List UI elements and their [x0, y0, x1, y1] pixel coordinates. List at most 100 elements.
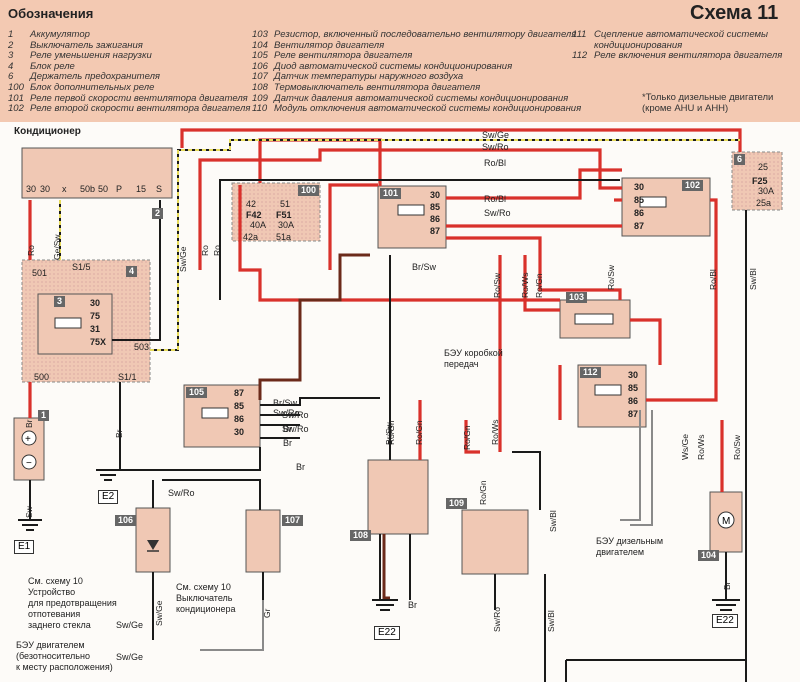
wire-label-sw-ge4: Sw/Ge: [116, 620, 144, 630]
battery-box: [13, 417, 45, 481]
fuse-51a-terminal: 51a: [276, 232, 292, 242]
wire-label-ge-sw: Ge/Sw: [52, 234, 62, 260]
wire-label-br2: Br: [283, 424, 292, 434]
wire-label-sw-ro5: Sw/Ro: [492, 606, 502, 632]
legend-entry-number: 1: [8, 29, 14, 40]
engine-line-3: к месту расположения): [16, 662, 113, 672]
fuse-f51-label: F51: [276, 210, 292, 220]
fuse-42a-terminal: 42a: [243, 232, 259, 242]
wire-label-ro-gn4: Ro/Gn: [462, 425, 472, 450]
ground-e2: E2: [98, 490, 119, 504]
sensor-107-box: [245, 509, 281, 573]
legend-entry-text: Термовыключатель вентилятора двигателя: [274, 81, 481, 93]
legend-entry-text: Вентилятор двигателя: [274, 39, 385, 51]
wire-label-ro: Ro: [26, 245, 36, 256]
relay-101-pin-86: 86: [430, 214, 441, 224]
svg-text:+: +: [25, 434, 31, 445]
wire-label-sw-ro2: Sw/Ro: [484, 208, 511, 218]
wire-label-sw-ro3: Sw/Ro: [273, 408, 300, 418]
relay-105-pin-30: 30: [234, 427, 245, 437]
see10a-line-2: Устройство: [28, 587, 76, 597]
component-tag-107: 107: [282, 515, 304, 526]
component-tag-1: 1: [38, 410, 50, 421]
legend-entry-number: 103: [252, 29, 268, 40]
wire-label-br-sw3: Br/Sw: [384, 422, 394, 445]
legend-entry-number: 108: [252, 81, 268, 93]
wire-label-br7: Br: [296, 462, 305, 472]
wire-label-br4: Br: [408, 600, 417, 610]
legend-entry-text: Блок дополнительных реле: [30, 81, 155, 93]
wire-label-gr: Gr: [262, 608, 272, 618]
see-schema-10-defogger: См. схему 10 Устройство для предотвращен…: [28, 576, 117, 631]
bzu-gear-line-2: передач: [444, 359, 479, 369]
fuse-51-terminal: 51: [280, 199, 291, 209]
legend-entry-text: Выключатель зажигания: [30, 39, 143, 51]
wire-label-ro-ws: Ro/Ws: [520, 272, 530, 299]
component-tag-3: 3: [54, 296, 66, 307]
legend-entry: 108 Термовыключатель вентилятора двигател…: [252, 81, 581, 94]
component-tag-101: 101: [380, 188, 402, 199]
legend-entry: 1 Аккумулятор: [8, 29, 250, 41]
component-tag-108: 108: [350, 530, 372, 541]
wire-label-ro-sw3: Ro/Sw: [732, 434, 742, 460]
component-tag-103: 103: [566, 292, 588, 303]
legend-entry-number: 100: [8, 81, 24, 93]
legend-title: Обозначения: [8, 6, 94, 21]
legend-entry-number: 111: [572, 29, 587, 40]
pin-501: 501: [32, 268, 48, 278]
svg-text:M: M: [722, 516, 730, 527]
diesel-note-line-2: (кроме AHU и AHH): [642, 103, 729, 114]
wire-label-ro2: Ro: [200, 245, 210, 256]
relay-112-pin-85: 85: [628, 383, 639, 393]
legend-entry-text: Реле включения вентилятора двигателя: [594, 50, 783, 62]
section-title: Кондиционер: [14, 126, 81, 137]
legend-entry-text: Аккумулятор: [30, 29, 90, 40]
engine-line-1: БЭУ двигателем: [16, 640, 85, 650]
diesel-note: *Только дизельные двигатели (кроме AHU и…: [642, 92, 773, 114]
legend-entry: 110 Модуль отключения автоматической сист…: [252, 103, 582, 115]
fuse-f51-amps: 30A: [278, 220, 295, 230]
legend-entry-number: 6: [8, 71, 14, 83]
diesel-note-line-1: *Только дизельные двигатели: [642, 92, 774, 103]
wire-label-sw-ge2: Sw/Ge: [178, 246, 188, 272]
legend-entry: 6 Держатель предохранителя: [8, 72, 250, 83]
component-tag-2: 2: [152, 208, 164, 219]
relay-102-pin-87: 87: [634, 221, 645, 231]
legend-entry-text: Реле вентилятора двигателя: [274, 50, 413, 62]
wire-label-br-sw2: Br/Sw: [273, 398, 298, 408]
ignition-terminal-2: x: [62, 184, 67, 194]
wire-label-ro-gn: Ro/Gn: [534, 273, 544, 298]
legend-entry-number: 102: [8, 103, 24, 115]
ground-e22-right: E22: [712, 614, 738, 628]
component-tag-106: 106: [115, 515, 137, 526]
pin-s15: S1/5: [72, 262, 91, 272]
legend-entry-text: Реле уменьшения нагрузки: [30, 50, 152, 62]
ignition-terminal-4: 50: [98, 184, 109, 194]
legend-entry-text: Держатель предохранителя: [30, 71, 160, 83]
legend-entry-text: Модуль отключения автоматической системы…: [274, 103, 582, 115]
legend-entry-number: 105: [252, 50, 268, 62]
legend-entry-number: 2: [8, 39, 14, 51]
wire-label-ro-ws3: Ro/Ws: [696, 434, 706, 461]
wire-label-sw-bl3: Sw/Bl: [546, 610, 556, 632]
legend-entry-text: Реле первой скорости вентилятора двигате…: [30, 92, 248, 104]
see10b-line-3: кондиционера: [176, 604, 236, 614]
wire-label-sw-ge5: Sw/Ge: [116, 652, 144, 662]
legend-entry-number: 104: [252, 39, 268, 51]
wire-label-ro-bl2: Ro/Bl: [484, 194, 507, 204]
ignition-terminal-3: 50b: [80, 184, 96, 194]
legend-entry-number: 110: [252, 103, 268, 115]
ignition-switch-box: [21, 147, 173, 199]
ignition-terminal-7: S: [156, 184, 163, 194]
wire-label-br6: Br: [24, 419, 34, 429]
ground-e22-left: E22: [374, 626, 400, 640]
